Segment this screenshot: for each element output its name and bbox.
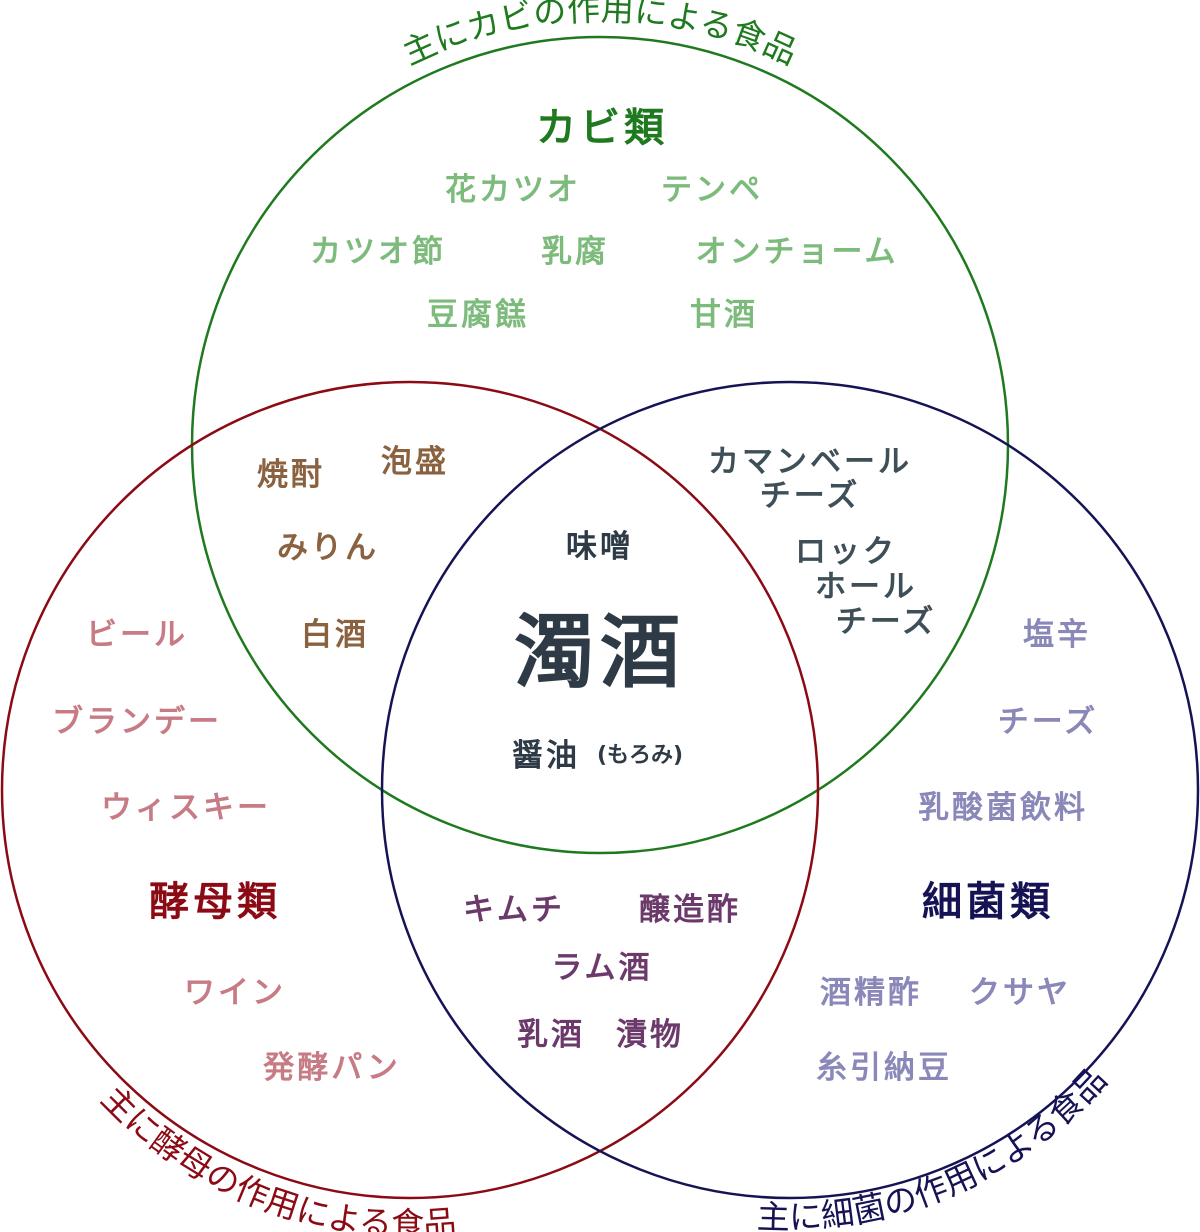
yeast-circle xyxy=(0,380,820,1200)
bacteria-only-items: 塩辛 チーズ 乳酸菌飲料 酒精酢 クサヤ 糸引納豆 xyxy=(816,617,1098,1086)
region-item: クサヤ xyxy=(969,975,1071,1011)
yeast-only-items: ビール ブランデー ウィスキー ワイン 発酵パン xyxy=(52,617,401,1086)
region-item: 乳酸菌飲料 xyxy=(918,790,1088,826)
region-item: ビール xyxy=(86,617,188,653)
mold-title: カビ類 xyxy=(536,105,668,151)
region-item: 味噌 xyxy=(566,529,634,565)
region-item: 漬物 xyxy=(616,1017,684,1053)
region-item: 白酒 xyxy=(301,617,369,653)
mold-bacteria-items: カマンベール チーズ ロック ホール チーズ xyxy=(708,444,936,640)
bacteria-circle xyxy=(380,380,1200,1200)
region-item: 乳酒 xyxy=(517,1017,585,1053)
region-item: 乳腐 xyxy=(541,234,609,270)
region-item: 泡盛 xyxy=(381,444,449,480)
region-item: ロック xyxy=(795,534,897,570)
region-item: 発酵パン xyxy=(262,1050,401,1086)
region-item: テンペ xyxy=(661,172,763,208)
mold-yeast-items: 焼酎 泡盛 みりん 白酒 xyxy=(257,444,449,653)
mold-only-items: 花カツオ テンペ カツオ節 乳腐 オンチョーム 豆腐餻 甘酒 xyxy=(310,172,898,333)
region-item: キムチ xyxy=(463,892,565,928)
region-item: オンチョーム xyxy=(695,234,898,270)
region-item: ワイン xyxy=(184,975,286,1011)
region-item: 塩辛 xyxy=(1023,617,1091,653)
soy-note: (もろみ) xyxy=(597,743,683,768)
yeast-bacteria-items: キムチ 醸造酢 ラム酒 乳酒 漬物 xyxy=(463,892,741,1053)
region-item: 醤油 xyxy=(512,738,580,774)
region-item: ラム酒 xyxy=(551,950,652,986)
region-item: ホール xyxy=(815,569,917,605)
region-item: 糸引納豆 xyxy=(816,1050,952,1086)
region-item: みりん xyxy=(277,530,379,566)
region-item: ウィスキー xyxy=(101,790,271,826)
region-item: カツオ節 xyxy=(310,234,446,270)
region-item: チーズ xyxy=(836,604,936,640)
region-item: カマンベール xyxy=(708,444,912,480)
region-item: チーズ xyxy=(760,478,860,514)
region-item: 甘酒 xyxy=(690,297,758,333)
region-item: チーズ xyxy=(998,704,1098,740)
yeast-title: 酵母類 xyxy=(149,879,281,925)
region-item: 豆腐餻 xyxy=(427,297,529,333)
region-item: 酒精酢 xyxy=(820,975,922,1011)
all-three-items: 味噌 濁酒 醤油 (もろみ) xyxy=(512,529,686,774)
region-item: 醸造酢 xyxy=(639,892,741,928)
region-item: 焼酎 xyxy=(257,457,325,493)
bacteria-title: 細菌類 xyxy=(922,879,1054,925)
center-main-label: 濁酒 xyxy=(514,606,686,699)
region-item: ブランデー xyxy=(52,704,222,740)
region-item: 花カツオ xyxy=(445,172,581,208)
